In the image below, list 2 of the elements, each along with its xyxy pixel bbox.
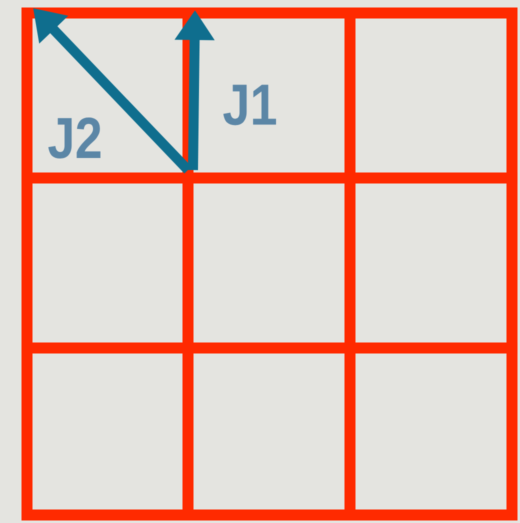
vector-label: J1 (223, 84, 276, 126)
vector-label: J2 (48, 117, 100, 159)
